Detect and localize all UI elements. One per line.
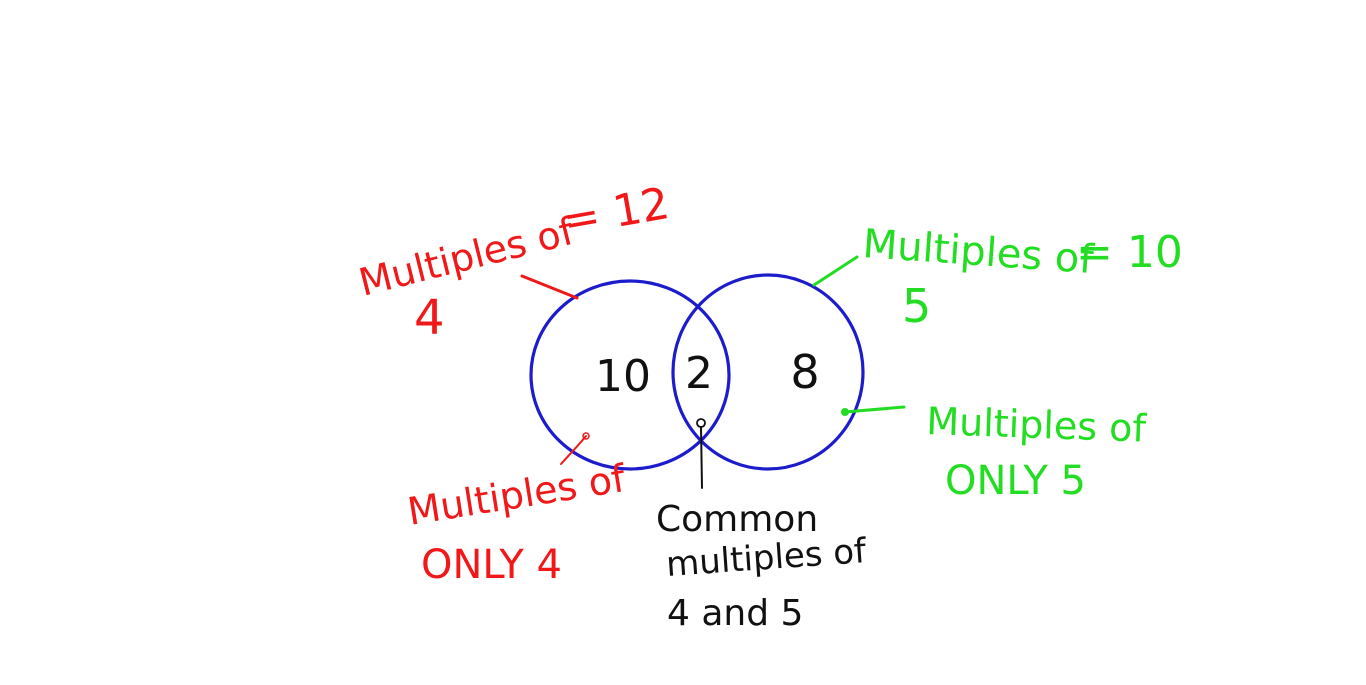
region-only-4-value: 10 [595, 351, 651, 402]
label-multiples-of-5-total: = 10 [1076, 227, 1183, 278]
label-common-line3: 4 and 5 [667, 593, 803, 634]
label-multiples-of-5: Multiples of = 10 5 [812, 221, 1183, 333]
label-multiples-of-4-line2: 4 [414, 290, 445, 346]
label-multiples-of-5-line1: Multiples of [861, 221, 1096, 283]
label-common: Common multiples of 4 and 5 [656, 418, 868, 634]
label-common-line1: Common [656, 499, 818, 540]
label-only-5-line1: Multiples of [926, 399, 1148, 451]
label-only-5-line2: ONLY 5 [945, 458, 1086, 504]
circle-multiples-of-5 [671, 273, 865, 471]
label-only-4-line2: ONLY 4 [421, 542, 562, 588]
pointer-only-5-dot [841, 408, 849, 416]
label-only-4-line1: Multiples of [405, 456, 630, 534]
label-multiples-of-4-total: = 12 [559, 178, 673, 247]
pointer-common [700, 426, 703, 489]
pointer-common-dot [696, 418, 706, 428]
pointer-multiples-of-5 [812, 255, 859, 287]
label-only-4: Multiples of ONLY 4 [405, 432, 630, 588]
label-multiples-of-4: Multiples of = 12 4 [355, 178, 674, 346]
pointer-only-4 [560, 435, 587, 465]
pointer-only-4-dot [582, 432, 590, 440]
region-both-value: 2 [685, 348, 713, 399]
pointer-only-5 [843, 405, 906, 414]
circle-multiples-of-4 [529, 279, 731, 471]
label-multiples-of-5-line2: 5 [902, 279, 931, 333]
label-multiples-of-4-line1: Multiples of [355, 209, 580, 305]
region-only-5-value: 8 [790, 345, 819, 399]
label-only-5: Multiples of ONLY 5 [841, 399, 1148, 504]
pointer-multiples-of-4 [520, 274, 579, 300]
